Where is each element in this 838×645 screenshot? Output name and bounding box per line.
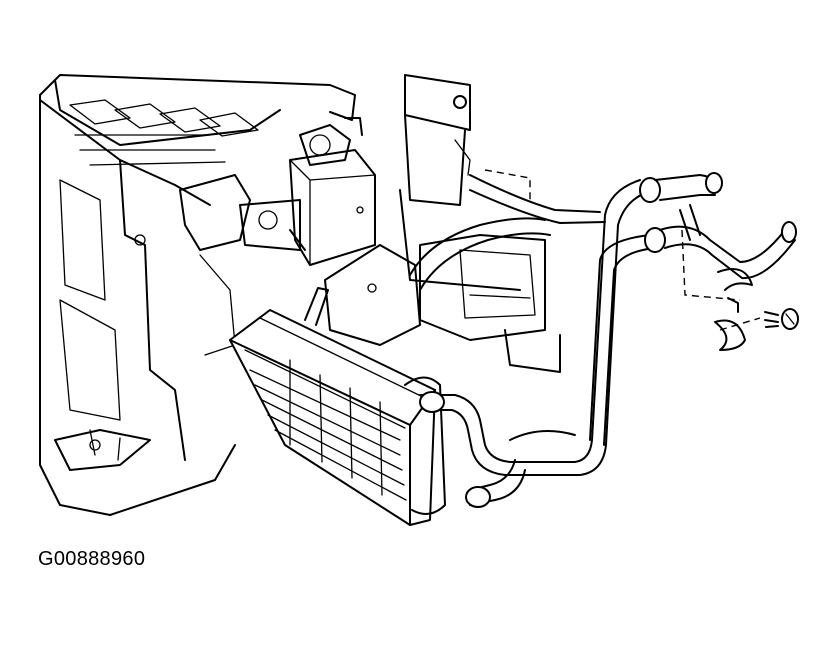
upper-hoses [409, 174, 606, 291]
outlet-hoses [654, 172, 797, 280]
actuator-motor [239, 117, 376, 266]
hose-clamp [714, 268, 753, 351]
figure-code: G00888960 [38, 548, 146, 570]
heater-core-pipes [419, 177, 666, 508]
center-panel [304, 244, 421, 346]
heater-core [229, 309, 446, 526]
hvac-housing [39, 74, 356, 516]
screw [764, 308, 799, 330]
alignment-leaders [484, 169, 761, 331]
mounting-bracket [399, 74, 561, 373]
